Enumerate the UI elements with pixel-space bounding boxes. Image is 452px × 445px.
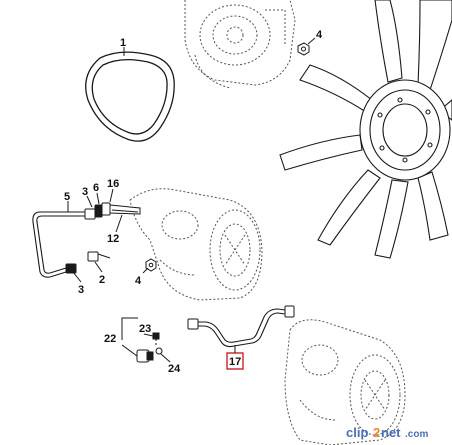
oil-tube-17 [198,308,286,348]
callout-16: 16 [107,178,119,190]
fitting-assembly [65,202,141,274]
watermark-digit: 2 [373,425,380,440]
callout-22: 22 [104,333,116,345]
callout-17: 17 [229,356,241,368]
callout-3b: 3 [78,284,84,296]
cooling-fan [279,0,452,259]
leader-4 [307,37,316,45]
tube-17-fittings [187,305,295,330]
leader-3a [86,195,93,208]
leader-12 [115,214,123,233]
callout-4: 4 [316,29,323,41]
callout-23: 23 [139,323,151,335]
pump-middle [129,188,263,301]
watermark-domain: .com [405,429,428,440]
pump-bolt [145,258,157,272]
watermark: clip 2 net .com [346,425,428,440]
watermark-prefix: clip [346,425,368,440]
leader-3b [72,271,82,283]
pump-lower [284,319,406,445]
callout-2: 2 [99,274,105,286]
leader-6 [96,192,100,205]
callout-3a: 3 [82,186,88,198]
callout-5: 5 [64,191,70,203]
leader-24 [160,353,171,363]
callout-1: 1 [120,37,126,49]
leader-16 [109,188,114,203]
callout-6: 6 [93,182,99,194]
oil-tube-5 [32,211,85,278]
callout-12: 12 [107,233,119,245]
callout-4b: 4 [135,275,142,287]
banjo-fitting [121,317,163,363]
water-pump-top [184,0,296,89]
watermark-suffix: net [381,425,401,440]
leader-23 [143,333,154,337]
leader-4b [142,267,149,274]
leader-2 [94,261,103,273]
drive-belt [85,51,175,142]
callout-24: 24 [168,363,181,375]
leader-22 [121,344,138,357]
fan-bolt [297,42,310,56]
